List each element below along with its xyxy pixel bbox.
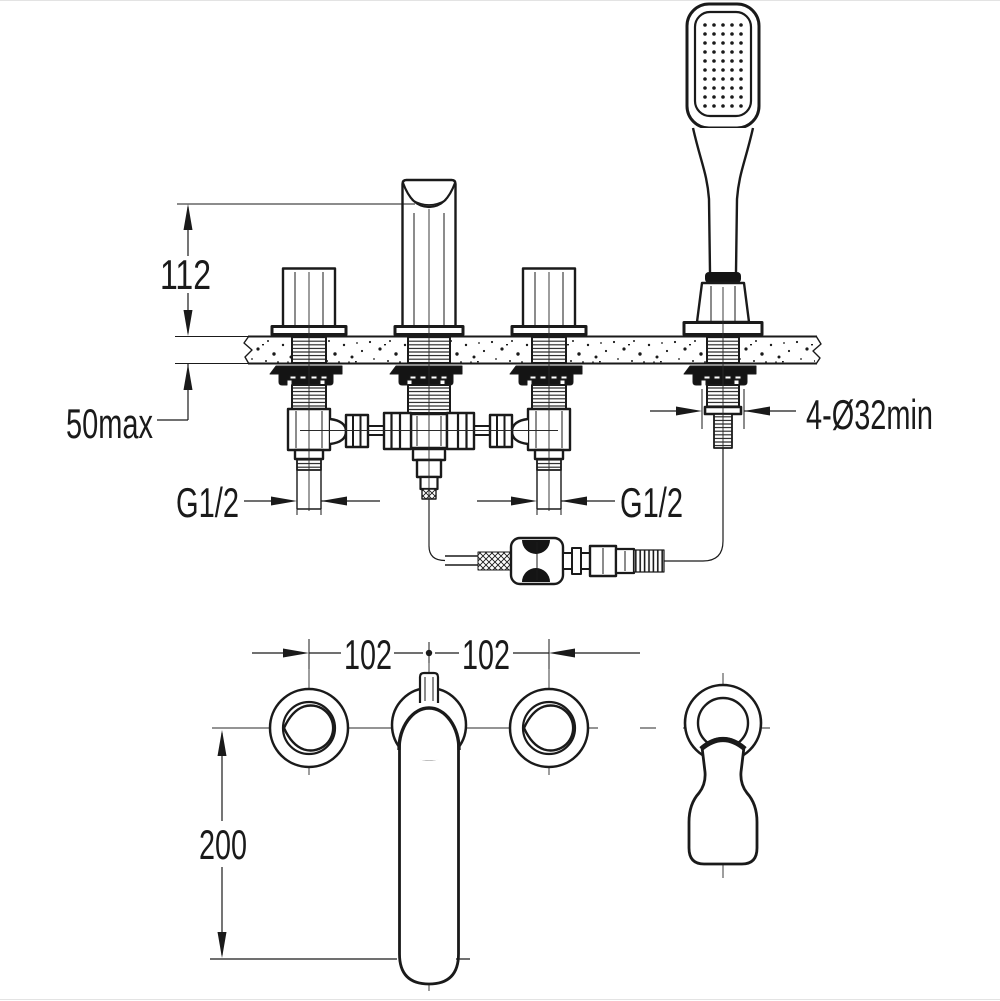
spout-plan xyxy=(390,671,468,986)
dim-g12-right: G1/2 xyxy=(477,477,683,526)
hand-shower-plan xyxy=(683,683,763,866)
dim-g12-left: G1/2 xyxy=(176,477,380,526)
dim-g12-left-label: G1/2 xyxy=(176,479,239,526)
dim-dia32-label: 4-Ø32min xyxy=(806,391,933,438)
dim-g12-right-label: G1/2 xyxy=(620,479,683,526)
dim-200-label: 200 xyxy=(199,821,247,868)
right-valve-elevation xyxy=(474,267,588,510)
dim-deck-thickness-50max: 50max xyxy=(66,364,193,447)
dim-height-112: 112 xyxy=(160,203,415,364)
dim-112-label: 112 xyxy=(160,251,211,298)
left-valve-elevation xyxy=(269,267,384,510)
elevation-view: 112 50max G1/2 G1/2 4-Ø32min xyxy=(66,2,933,586)
dim-hole-spacing: 102 102 xyxy=(252,631,640,678)
hand-shower-elevation xyxy=(682,2,764,449)
right-handle-plan xyxy=(508,687,590,769)
plan-view: 102 102 200 xyxy=(199,631,770,991)
dim-102-right-label: 102 xyxy=(462,631,510,678)
spray-nozzles xyxy=(701,20,746,111)
bath-spout-elevation xyxy=(389,178,465,414)
elevation-centerlines xyxy=(300,209,724,546)
shower-hose-assembly xyxy=(428,448,724,586)
dim-hole-diameter: 4-Ø32min xyxy=(650,389,933,438)
left-handle-plan xyxy=(268,687,350,769)
dim-50max-label: 50max xyxy=(66,400,153,447)
dim-spout-reach-200: 200 xyxy=(199,730,470,960)
dim-102-left-label: 102 xyxy=(344,631,392,678)
